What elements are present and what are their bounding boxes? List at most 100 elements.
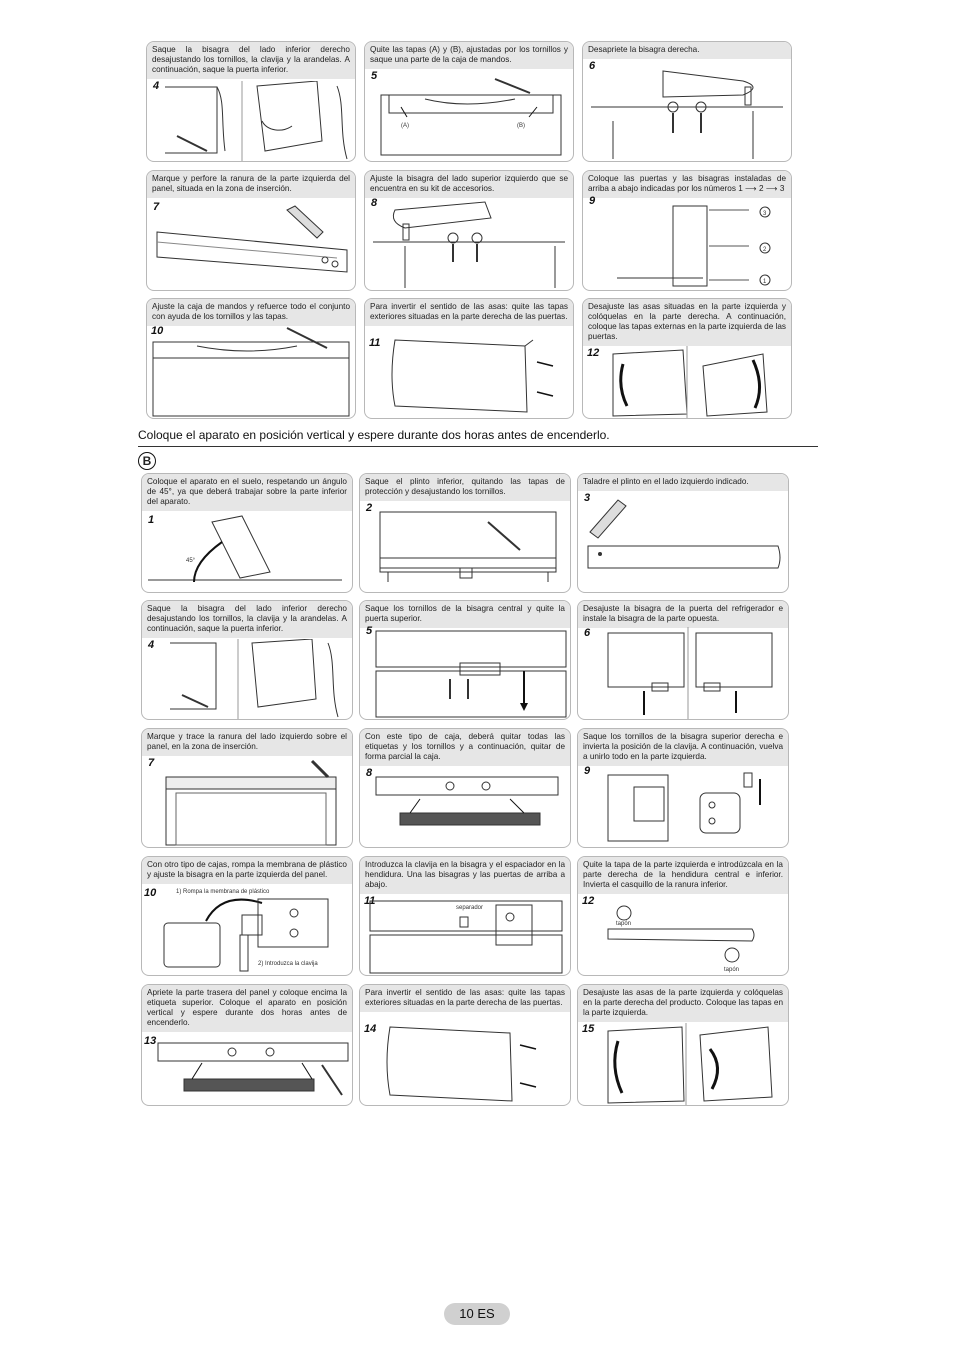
step-b15-card: Desajuste las asas de la parte izquierda…	[577, 984, 789, 1106]
step-a10-card: Ajuste la caja de mandos y refuerce todo…	[146, 298, 356, 419]
illustration-control-box-fit	[152, 327, 350, 417]
illustration-remove-plinth	[379, 511, 557, 582]
step-text: Saque los tornillos de la bisagra superi…	[578, 729, 788, 766]
wait-note: Coloque el aparato en posición vertical …	[138, 428, 610, 442]
step-number: 10	[151, 325, 164, 337]
step-b3-card: Taladre el plinto en el lado izquierdo i…	[577, 473, 789, 593]
step-text: Saque la bisagra del lado inferior derec…	[147, 42, 355, 79]
step-text: Marque y perfore la ranura de la parte i…	[147, 171, 355, 198]
illustration-break-membrane: 1) Rompa la membrana de plástico 2) Intr…	[163, 889, 329, 972]
label-a: (A)	[401, 123, 409, 129]
step-number: 2	[366, 502, 373, 514]
step-a8-card: Ajuste la bisagra del lado superior izqu…	[364, 170, 574, 291]
step-text: Saque la bisagra del lado inferior derec…	[142, 601, 352, 638]
step-b4-card: Saque la bisagra del lado inferior derec…	[141, 600, 353, 720]
step-number: 11	[369, 337, 381, 349]
membrane-label: 1) Rompa la membrana de plástico	[176, 889, 270, 895]
step-number: 5	[366, 625, 373, 637]
illustration-remove-caps-b	[386, 1026, 537, 1102]
step-text: Con otro tipo de cajas, rompa la membran…	[142, 857, 352, 884]
step-text: Desajuste las asas de la parte izquierda…	[578, 985, 788, 1022]
step-number: 9	[584, 765, 591, 777]
step-number: 10	[144, 887, 157, 899]
step-text: Saque el plinto inferior, quitando las t…	[360, 474, 570, 501]
page-number: 10 ES	[444, 1303, 510, 1325]
step-text: Apriete la parte trasera del panel y col…	[142, 985, 352, 1032]
section-b-badge: B	[138, 452, 156, 470]
illustration-door-order: 3 2 1	[617, 205, 771, 287]
step-text: Desajuste las asas situadas en la parte …	[583, 299, 791, 346]
step-text: Taladre el plinto en el lado izquierdo i…	[578, 474, 788, 491]
step-a4-card: Saque la bisagra del lado inferior derec…	[146, 41, 356, 162]
cap-label-top: tapón	[616, 921, 631, 927]
illustration-drill-plinth	[587, 499, 781, 569]
illustration-remove-lower-hinge	[165, 81, 348, 161]
step-a5-card: Quite las tapas (A) y (B), ajustadas por…	[364, 41, 574, 162]
step-b1-card: Coloque el aparato en el suelo, respetan…	[141, 473, 353, 593]
step-b11-card: Introduzca la clavija en la bisagra y el…	[359, 856, 571, 976]
illustration-upper-left-hinge	[373, 201, 565, 288]
step-b14-card: Para invertir el sentido de las asas: qu…	[359, 984, 571, 1106]
step-a7-card: Marque y perfore la ranura de la parte i…	[146, 170, 356, 291]
step-text: Marque y trace la ranura del lado izquie…	[142, 729, 352, 756]
step-text: Saque los tornillos de la bisagra centra…	[360, 601, 570, 628]
step-a6-card: Desapriete la bisagra derecha. 6	[582, 41, 792, 162]
step-number: 12	[587, 347, 600, 359]
step-b13-card: Apriete la parte trasera del panel y col…	[141, 984, 353, 1106]
step-number: 3	[584, 492, 591, 504]
illustration-move-handles	[612, 346, 768, 418]
illustration-right-hinge	[591, 70, 783, 159]
circle-label-3: 3	[763, 211, 767, 217]
illustration-remove-handle-caps	[391, 339, 554, 413]
circle-label-1: 1	[763, 279, 767, 285]
step-number: 12	[582, 895, 595, 907]
step-text: Coloque las puertas y las bisagras insta…	[583, 171, 791, 198]
step-a12-card: Desajuste las asas situadas en la parte …	[582, 298, 792, 419]
step-b7-card: Marque y trace la ranura del lado izquie…	[141, 728, 353, 848]
step-number: 15	[582, 1023, 595, 1035]
step-text: Para invertir el sentido de las asas: qu…	[360, 985, 570, 1012]
step-b9-card: Saque los tornillos de la bisagra superi…	[577, 728, 789, 848]
step-a11-card: Para invertir el sentido de las asas: qu…	[364, 298, 574, 419]
illustration-mark-slot	[165, 759, 337, 846]
step-text: Ajuste la bisagra del lado superior izqu…	[365, 171, 573, 198]
step-text: Coloque el aparato en el suelo, respetan…	[142, 474, 352, 511]
step-b8-card: Con este tipo de caja, deberá quitar tod…	[359, 728, 571, 848]
step-b2-card: Saque el plinto inferior, quitando las t…	[359, 473, 571, 593]
illustration-control-panel-labels	[375, 776, 559, 826]
step-number: 6	[589, 60, 596, 72]
step-b6-card: Desajuste la bisagra de la puerta del re…	[577, 600, 789, 720]
illustration-drill-panel	[156, 205, 348, 273]
step-number: 7	[148, 757, 155, 769]
cap-label-bottom: tapón	[724, 967, 739, 973]
step-number: 1	[148, 514, 155, 526]
step-b5-card: Saque los tornillos de la bisagra centra…	[359, 600, 571, 720]
step-number: 9	[589, 195, 596, 207]
step-text: Introduzca la clavija en la bisagra y el…	[360, 857, 570, 894]
label-b: (B)	[517, 123, 525, 129]
step-number: 8	[371, 197, 378, 209]
circle-label-2: 2	[763, 247, 767, 253]
step-number: 4	[148, 639, 155, 651]
step-text: Quite la tapa de la parte izquierda e in…	[578, 857, 788, 894]
illustration-remove-lower-hinge-b	[170, 639, 339, 719]
angle-label: 45°	[186, 558, 196, 564]
step-text: Ajuste la caja de mandos y refuerce todo…	[147, 299, 355, 326]
step-number: 13	[144, 1035, 157, 1047]
step-number: 4	[153, 80, 160, 92]
illustration-move-handles-b	[607, 1023, 773, 1105]
step-b10-card: Con otro tipo de cajas, rompa la membran…	[141, 856, 353, 976]
step-text: Desapriete la bisagra derecha.	[583, 42, 791, 59]
step-number: 5	[371, 70, 378, 82]
illustration-control-box-covers: (A) (B)	[380, 78, 562, 156]
step-number: 14	[364, 1023, 377, 1035]
illustration-final-panel	[157, 1042, 349, 1096]
illustration-tilt-45: 45°	[148, 515, 342, 583]
step-text: Con este tipo de caja, deberá quitar tod…	[360, 729, 570, 766]
step-b12-card: Quite la tapa de la parte izquierda e in…	[577, 856, 789, 976]
spacer-label: separador	[456, 905, 483, 911]
step-text: Quite las tapas (A) y (B), ajustadas por…	[365, 42, 573, 69]
step-number: 8	[366, 767, 373, 779]
step-text: Desajuste la bisagra de la puerta del re…	[578, 601, 788, 628]
step-text: Para invertir el sentido de las asas: qu…	[365, 299, 573, 326]
